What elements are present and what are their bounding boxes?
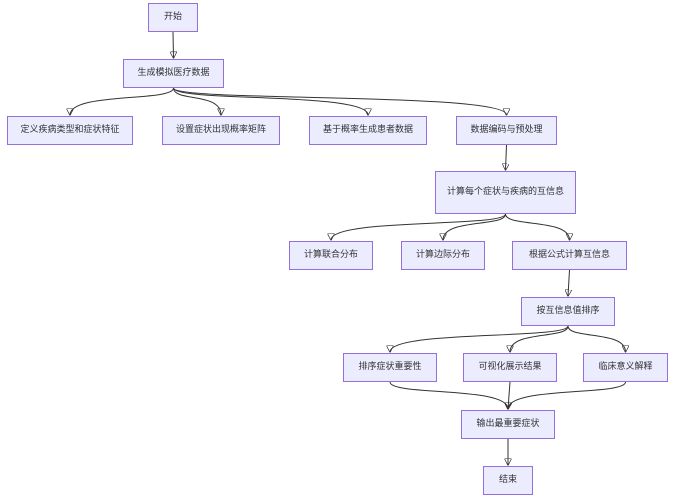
- edge-clin-to-out: [508, 381, 626, 409]
- edge-mi-to-joint: [331, 213, 506, 240]
- edge-sort-to-rank: [390, 325, 569, 352]
- edge-sort-to-clin: [567, 325, 626, 352]
- edge-start-to-gen: [173, 31, 174, 58]
- marginal-distribution-node: 计算边际分布: [401, 241, 485, 270]
- start-node: 开始: [148, 3, 198, 32]
- edge-sort-to-vis: [510, 325, 569, 352]
- edge-gen-to-enc: [173, 87, 507, 115]
- edge-formula-to-sort: [568, 269, 570, 296]
- formula-mi-node: 根据公式计算互信息: [512, 241, 627, 270]
- encode-preprocess-node: 数据编码与预处理: [456, 116, 557, 145]
- clinical-meaning-node: 临床意义解释: [583, 353, 668, 382]
- edge-gen-to-matrix: [173, 87, 222, 115]
- visualize-results-node: 可视化展示结果: [463, 353, 557, 382]
- end-node: 结束: [483, 466, 533, 495]
- compute-mi-node: 计算每个症状与疾病的互信息: [435, 171, 576, 214]
- rank-importance-node: 排序症状重要性: [343, 353, 437, 382]
- output-symptoms-node: 输出最重要症状: [461, 410, 555, 439]
- edge-mi-to-formula: [505, 213, 570, 240]
- edge-mi-to-marg: [443, 213, 506, 240]
- edge-gen-to-def: [70, 87, 174, 115]
- joint-distribution-node: 计算联合分布: [289, 241, 373, 270]
- generate-data-node: 生成模拟医疗数据: [123, 59, 224, 88]
- probability-matrix-node: 设置症状出现概率矩阵: [162, 116, 280, 145]
- edge-rank-to-out: [389, 381, 508, 409]
- edge-gen-to-pat: [173, 87, 369, 115]
- generate-patients-node: 基于概率生成患者数据: [309, 116, 427, 145]
- sort-by-mi-node: 按互信息值排序: [521, 297, 615, 326]
- edge-enc-to-mi: [506, 144, 507, 170]
- define-disease-node: 定义疾病类型和症状特征: [7, 116, 133, 145]
